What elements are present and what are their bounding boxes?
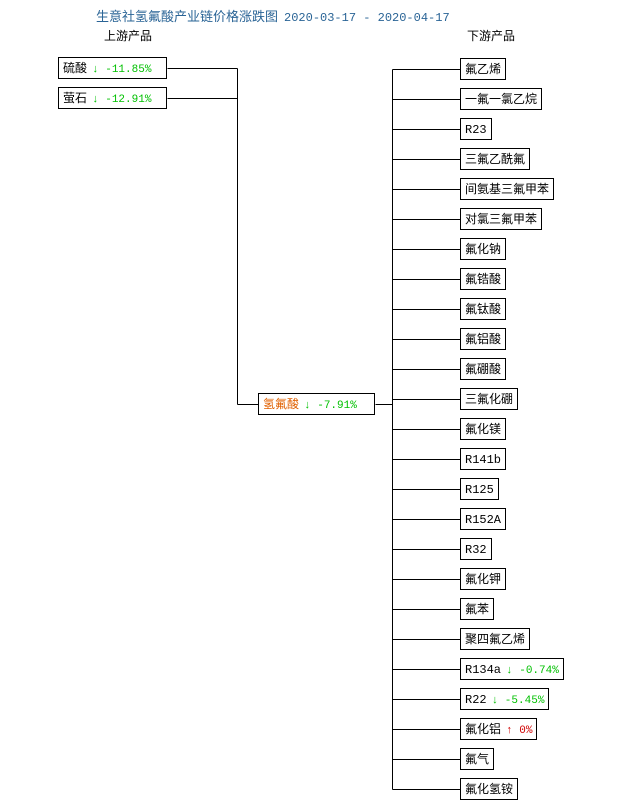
node-label: R32 (465, 543, 487, 557)
downstream-node-22[interactable]: R22 ↓ -5.45% (460, 688, 550, 710)
title-date-range: 2020-03-17 - 2020-04-17 (284, 11, 450, 25)
node-label: 氟化镁 (465, 422, 502, 436)
node-label: 三氟乙酰氟 (465, 152, 526, 166)
node-label: 聚四氟乙烯 (465, 632, 526, 646)
node-change-value: ↓ -12.91% (92, 94, 152, 106)
downstream-node-17[interactable]: R32 (460, 538, 492, 560)
downstream-node-3[interactable]: R23 (460, 118, 492, 140)
node-change-value: ↓ -5.45% (491, 695, 545, 707)
downstream-node-10[interactable]: 氟铝酸 (460, 328, 507, 350)
column-header-upstream: 上游产品 (104, 29, 153, 43)
node-label: 间氨基三氟甲苯 (465, 182, 550, 196)
node-label: 氟化钾 (465, 572, 502, 586)
downstream-node-19[interactable]: 氟苯 (460, 598, 495, 620)
downstream-node-18[interactable]: 氟化钾 (460, 568, 507, 590)
downstream-node-23[interactable]: 氟化铝 ↑ 0% (460, 718, 538, 740)
node-label: R134a (465, 663, 502, 677)
downstream-node-12[interactable]: 三氟化硼 (460, 388, 519, 410)
downstream-node-16[interactable]: R152A (460, 508, 507, 530)
node-label: R141b (465, 453, 502, 467)
node-label: R152A (465, 513, 502, 527)
downstream-node-8[interactable]: 氟锆酸 (460, 268, 507, 290)
downstream-node-9[interactable]: 氟钛酸 (460, 298, 507, 320)
upstream-node-2[interactable]: 萤石 ↓ -12.91% (58, 87, 167, 109)
node-label: 对氯三氟甲苯 (465, 212, 538, 226)
node-change-value: ↓ -7.91% (304, 400, 357, 412)
node-change-value: ↑ 0% (506, 725, 533, 737)
node-label: 氟钛酸 (465, 302, 502, 316)
upstream-node-1[interactable]: 硫酸 ↓ -11.85% (58, 57, 167, 79)
node-label: 氟锆酸 (465, 272, 502, 286)
node-label: 三氟化硼 (465, 392, 514, 406)
node-label: R23 (465, 123, 487, 137)
column-header-downstream: 下游产品 (467, 29, 516, 43)
title-text: 生意社氢氟酸产业链价格涨跌图 (96, 9, 279, 24)
downstream-node-6[interactable]: 对氯三氟甲苯 (460, 208, 543, 230)
downstream-node-4[interactable]: 三氟乙酰氟 (460, 148, 531, 170)
node-label: 氢氟酸 (263, 397, 300, 411)
downstream-node-21[interactable]: R134a ↓ -0.74% (460, 658, 564, 680)
node-label: 氟化钠 (465, 242, 502, 256)
node-label: R22 (465, 693, 487, 707)
node-label: 氟苯 (465, 602, 490, 616)
downstream-node-25[interactable]: 氟化氢铵 (460, 778, 519, 800)
page-title: 生意社氢氟酸产业链价格涨跌图 2020-03-17 - 2020-04-17 (96, 6, 450, 25)
downstream-node-14[interactable]: R141b (460, 448, 507, 470)
center-node-氢氟酸[interactable]: 氢氟酸 ↓ -7.91% (258, 393, 375, 415)
downstream-node-13[interactable]: 氟化镁 (460, 418, 507, 440)
node-label: 萤石 (63, 91, 88, 105)
node-label: 氟化氢铵 (465, 782, 514, 796)
node-label: 氟化铝 (465, 722, 502, 736)
downstream-node-15[interactable]: R125 (460, 478, 499, 500)
node-label: 一氟一氯乙烷 (465, 92, 538, 106)
downstream-node-24[interactable]: 氟气 (460, 748, 495, 770)
node-label: 氟铝酸 (465, 332, 502, 346)
node-change-value: ↓ -11.85% (92, 64, 152, 76)
node-label: 氟气 (465, 752, 490, 766)
downstream-node-20[interactable]: 聚四氟乙烯 (460, 628, 531, 650)
node-label: R125 (465, 483, 494, 497)
downstream-node-2[interactable]: 一氟一氯乙烷 (460, 88, 543, 110)
node-change-value: ↓ -0.74% (506, 665, 559, 677)
node-label: 氟乙烯 (465, 62, 502, 76)
downstream-node-7[interactable]: 氟化钠 (460, 238, 507, 260)
node-label: 氟硼酸 (465, 362, 502, 376)
downstream-node-11[interactable]: 氟硼酸 (460, 358, 507, 380)
node-label: 硫酸 (63, 61, 88, 75)
downstream-node-1[interactable]: 氟乙烯 (460, 58, 507, 80)
downstream-node-5[interactable]: 间氨基三氟甲苯 (460, 178, 555, 200)
